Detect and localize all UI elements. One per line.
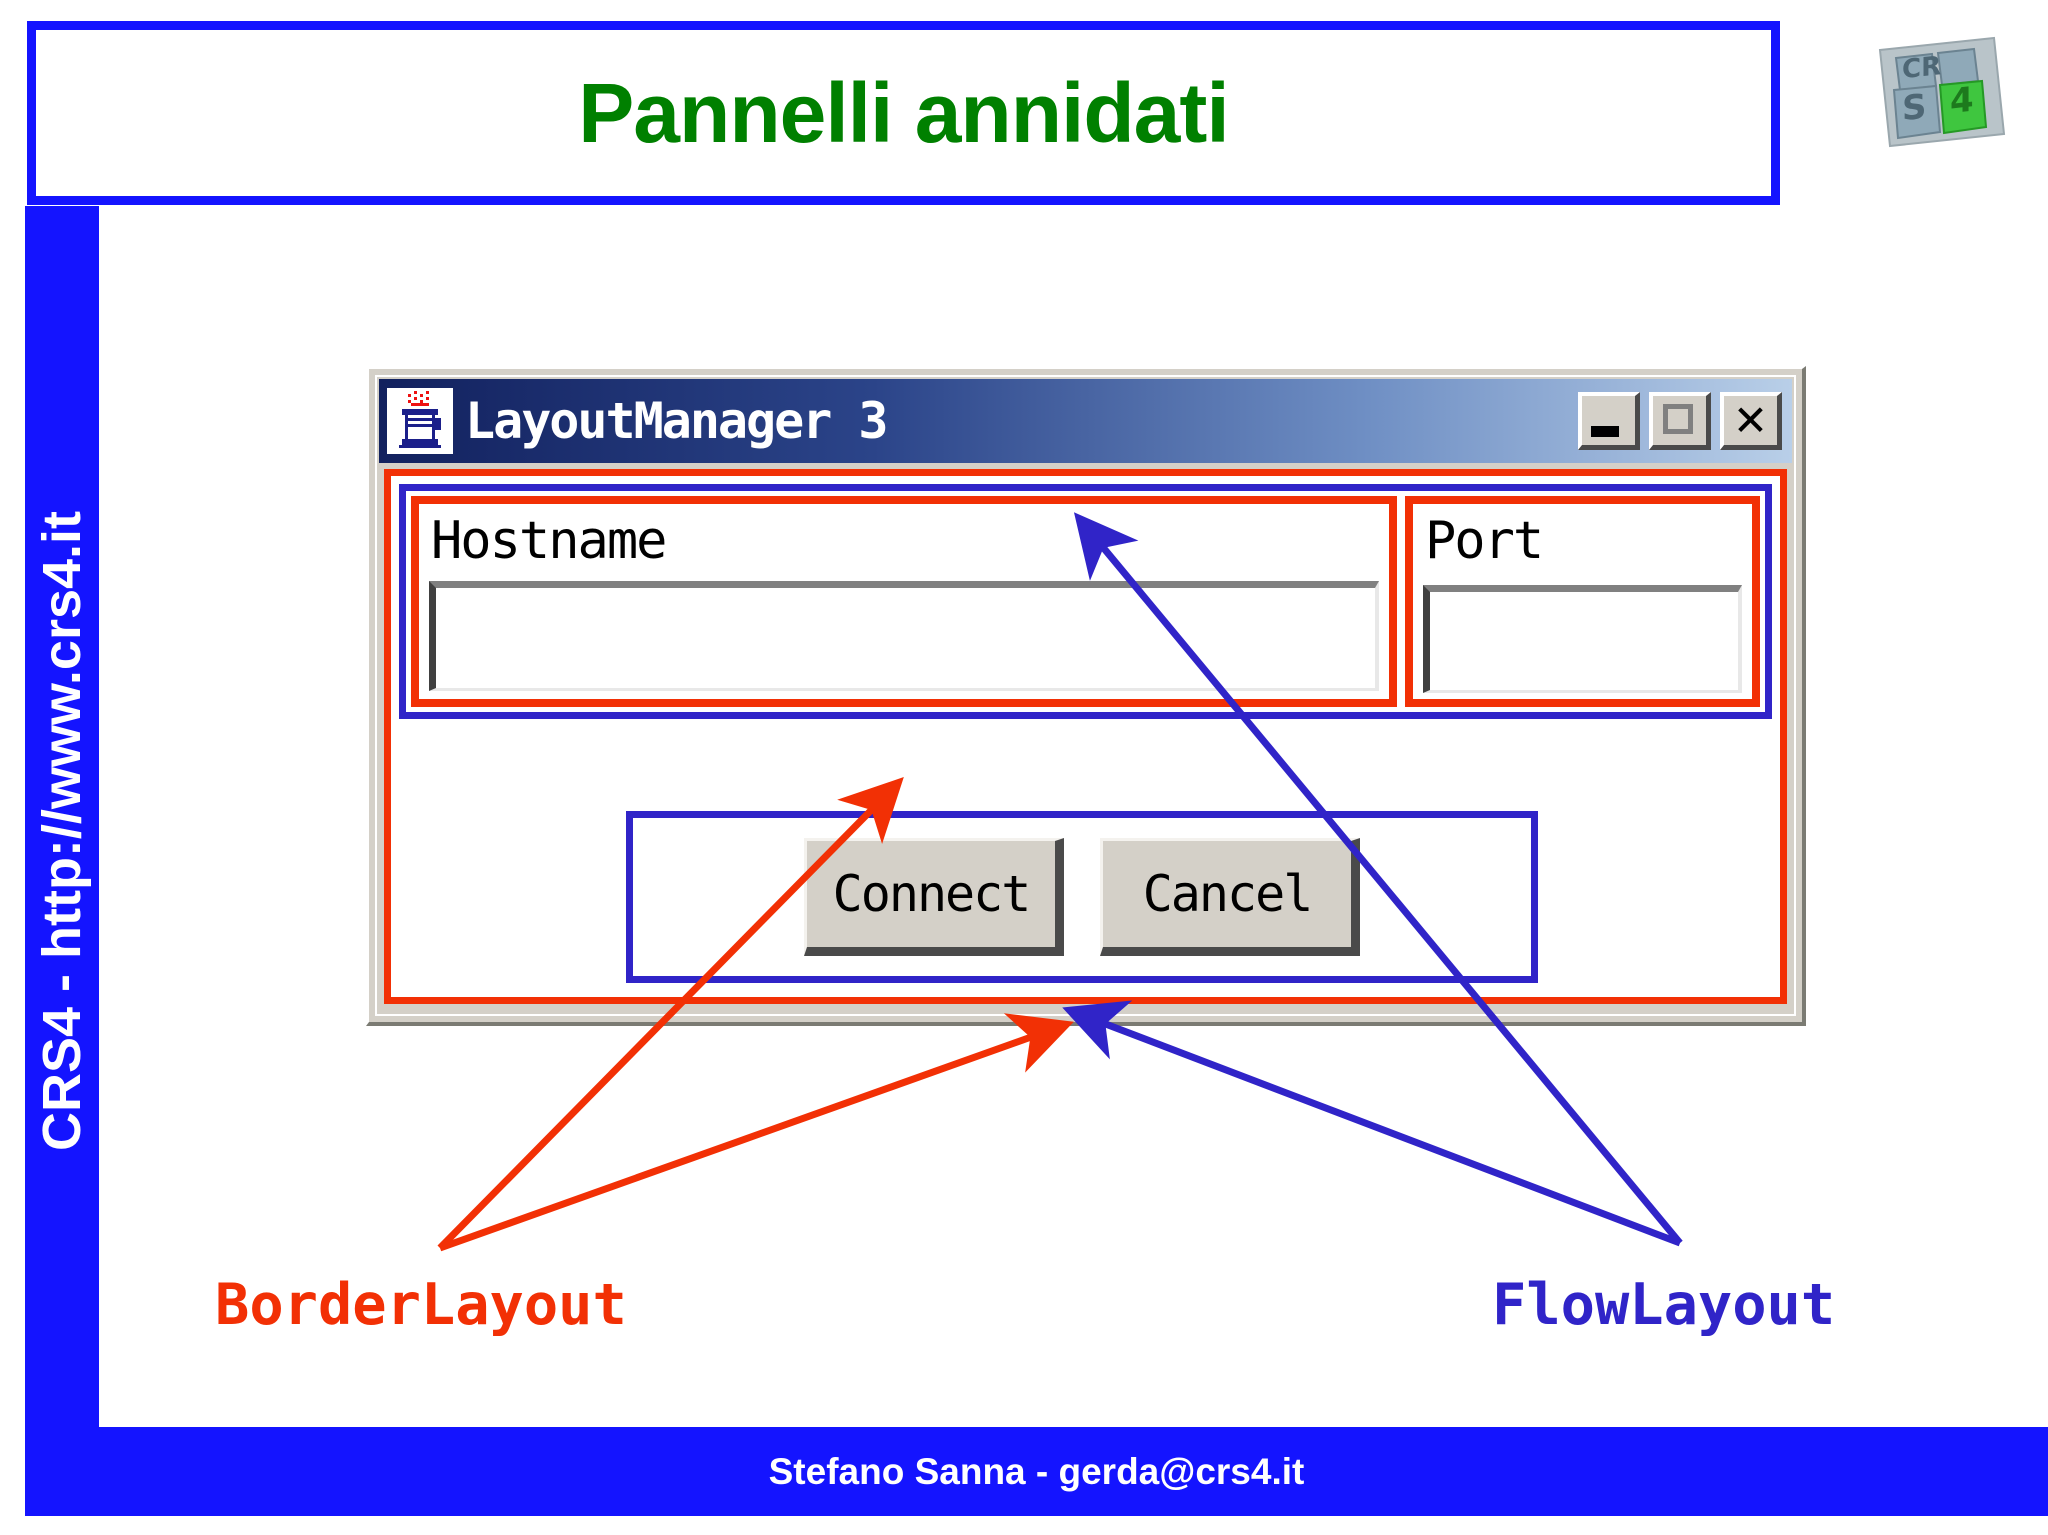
cancel-button[interactable]: Cancel (1100, 838, 1360, 956)
hostname-input[interactable] (429, 581, 1379, 691)
dialog-inner-frame: LayoutManager 3 ✕ Hostname Port (375, 375, 1796, 1016)
minimize-button[interactable] (1578, 392, 1640, 450)
sidebar-url-text: CRS4 - http://www.crs4.it (32, 510, 92, 1152)
hostname-panel: Hostname (411, 496, 1397, 707)
flow-layout-annotation-label: FlowLayout (1492, 1272, 1836, 1338)
slide-title-box: Pannelli annidati (27, 21, 1780, 205)
border-layout-root-panel: Hostname Port Connect Cancel (384, 469, 1787, 1004)
sidebar-url-banner: CRS4 - http://www.crs4.it (25, 206, 99, 1456)
footer-author-text: Stefano Sanna - gerda@crs4.it (768, 1450, 1305, 1492)
connect-button[interactable]: Connect (804, 838, 1064, 956)
maximize-button[interactable] (1649, 392, 1711, 450)
south-flow-layout-panel: Connect Cancel (626, 811, 1538, 983)
svg-text:4: 4 (1950, 80, 1974, 122)
layout-manager-dialog: LayoutManager 3 ✕ Hostname Port (366, 366, 1806, 1026)
page-title: Pannelli annidati (578, 65, 1229, 160)
crs4-logo: CR S 4 (1866, 28, 2014, 158)
port-input[interactable] (1423, 585, 1742, 693)
minimize-icon (1591, 426, 1619, 437)
svg-text:CR: CR (1902, 51, 1941, 85)
dialog-title-text: LayoutManager 3 (465, 392, 889, 450)
dialog-titlebar[interactable]: LayoutManager 3 ✕ (379, 379, 1792, 463)
svg-text:S: S (1902, 87, 1926, 129)
border-layout-annotation-label: BorderLayout (215, 1272, 627, 1338)
footer-bar: Stefano Sanna - gerda@crs4.it (25, 1427, 2048, 1516)
maximize-icon (1663, 404, 1693, 434)
port-label: Port (1425, 511, 1544, 571)
close-icon: ✕ (1732, 395, 1769, 445)
close-button[interactable]: ✕ (1720, 392, 1782, 450)
java-coffee-cup-icon (387, 388, 453, 454)
window-controls: ✕ (1578, 392, 1782, 450)
port-panel: Port (1405, 496, 1760, 707)
north-flow-layout-panel: Hostname Port (399, 484, 1772, 719)
hostname-label: Hostname (431, 511, 667, 571)
